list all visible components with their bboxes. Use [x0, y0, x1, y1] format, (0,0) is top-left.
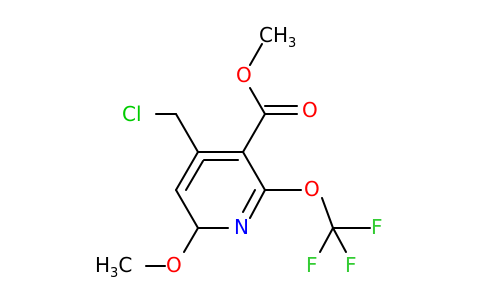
- atom-ch3-ester: CH3: [259, 23, 296, 51]
- atom-f2: F: [306, 253, 318, 277]
- ch3-ester-sub: 3: [288, 36, 296, 51]
- bond-c2-n: [249, 189, 266, 219]
- bond-c5-c4-inner: [185, 160, 204, 191]
- atom-o-ester: O: [236, 63, 252, 87]
- atom-o-ocf3: O: [304, 177, 320, 201]
- bond-c6-omethoxy: [183, 227, 199, 253]
- h3c-methoxy-sub: 3: [110, 266, 118, 281]
- atom-cl: Cl: [122, 102, 142, 126]
- atom-f3: F: [345, 253, 357, 277]
- bond-c5-c4: [175, 151, 199, 191]
- atom-h3c-methoxy: H3C: [95, 253, 132, 281]
- bond-oester-ch3: [249, 43, 263, 66]
- atom-n-ring: N: [234, 215, 249, 239]
- atom-o-carbonyl: O: [302, 98, 318, 122]
- bond-c-f3: [332, 227, 347, 253]
- bond-c3-carbonylc: [242, 113, 266, 153]
- bond-c3-c2: [242, 151, 266, 191]
- bond-c2-n-inner: [242, 189, 256, 213]
- pyridine-ring: [175, 151, 266, 229]
- bond-c6-c5: [175, 189, 199, 229]
- bond-c4-ch2: [175, 113, 199, 153]
- bond-o-cf3: [321, 197, 334, 229]
- ch3-ester-ch: CH: [259, 23, 288, 47]
- bond-c-f2: [319, 227, 334, 253]
- bond-c-oester: [249, 87, 266, 115]
- atom-f1: F: [371, 215, 383, 239]
- h3c-methoxy-c: C: [118, 253, 132, 277]
- h3c-methoxy-h: H: [95, 253, 110, 277]
- atom-o-methoxy: O: [166, 253, 182, 277]
